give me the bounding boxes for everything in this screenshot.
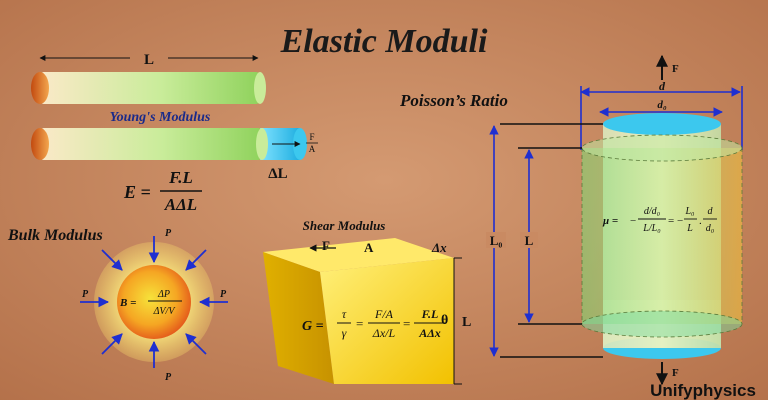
pressure-label-bottom: P	[165, 372, 172, 383]
l0-label-bg	[486, 232, 506, 248]
force-num: F	[309, 132, 314, 142]
youngs-formula-den: AΔL	[164, 195, 197, 214]
poisson-dot: .	[699, 215, 702, 227]
bulk-modulus-label: Bulk Modulus	[7, 227, 103, 244]
pressure-label-right: P	[220, 289, 227, 300]
pressure-arrow-bottom-left	[101, 333, 123, 355]
shear-fl-num: F.L	[421, 307, 439, 321]
youngs-modulus-label: Young's Modulus	[110, 110, 211, 125]
bulk-sphere	[117, 265, 191, 339]
shear-eq-2: =	[403, 316, 410, 331]
shear-force-label: F	[322, 238, 330, 253]
youngs-modulus-panel: L Young's Modulus F A ΔL E = F.L AΔL	[31, 52, 318, 214]
d0-label: d₀	[657, 99, 667, 111]
rod-original-cap	[31, 72, 49, 104]
bulged-cylinder-top	[581, 134, 743, 162]
rod-stretched-cap	[31, 128, 49, 160]
shear-dx-label: Δx	[431, 240, 447, 255]
poisson-dd0-num: d/d₀	[644, 206, 661, 217]
poisson-l-den: L	[686, 223, 693, 234]
shear-fl-den: AΔx	[418, 326, 441, 340]
bulged-cylinder-bottom	[581, 310, 743, 338]
pressure-arrow-top-right	[185, 249, 207, 271]
d-label: d	[659, 79, 666, 93]
bulged-cylinder-body	[582, 148, 742, 324]
shear-theta-label: θ	[441, 313, 448, 328]
poissons-ratio-panel: Poisson’s Ratio F d d₀ L₀ L	[399, 54, 743, 386]
brand-watermark: Unifyphysics	[650, 381, 756, 400]
page-title: Elastic Moduli	[280, 23, 488, 60]
poisson-formula-lhs: μ =	[602, 215, 618, 227]
shear-modulus-panel: Shear Modulus F A Δx θ L G = τ γ = F/A Δ…	[263, 218, 471, 385]
bulk-modulus-panel: Bulk Modulus P P P P B = ΔP ΔV/V	[7, 227, 228, 383]
youngs-formula-num: F.L	[168, 168, 193, 187]
rod-original	[40, 72, 260, 104]
shear-front-face	[320, 258, 454, 384]
rod-stretched	[40, 128, 262, 160]
delta-l-label: ΔL	[268, 166, 287, 182]
shear-formula-lhs: G =	[302, 319, 324, 334]
shear-eq-1: =	[356, 316, 363, 331]
l-label: L	[525, 233, 534, 248]
l0-label: L₀	[490, 233, 503, 248]
shear-fa-den: Δx/L	[372, 326, 396, 340]
pressure-arrow-top-left	[101, 249, 123, 271]
poisson-d-num: d	[708, 206, 714, 217]
force-bottom-label: F	[672, 367, 679, 379]
force-top-label: F	[672, 63, 679, 75]
cylinder-top	[603, 113, 721, 135]
pressure-arrow-bottom-right	[185, 333, 207, 355]
shear-length-label: L	[462, 315, 471, 330]
shear-side-face	[263, 252, 334, 384]
shear-area-label: A	[364, 240, 374, 255]
force-den: A	[309, 144, 316, 154]
poissons-ratio-label: Poisson’s Ratio	[399, 91, 508, 110]
shear-formula-tau: τ	[342, 307, 347, 321]
shear-modulus-label: Shear Modulus	[303, 218, 386, 233]
rod-stretched-end	[256, 128, 268, 160]
pressure-label-left: P	[82, 289, 89, 300]
shear-fa-num: F/A	[374, 307, 394, 321]
rod-original-end	[254, 72, 266, 104]
poisson-l0-num: L₀	[684, 206, 695, 217]
shear-formula-gamma: γ	[342, 326, 347, 340]
poisson-neg-2: −	[677, 215, 683, 227]
bulk-formula-num: ΔP	[157, 289, 170, 300]
shear-top-face	[263, 238, 454, 272]
bulk-formula-den: ΔV/V	[153, 306, 177, 317]
pressure-label-top: P	[165, 228, 172, 239]
length-label: L	[144, 52, 154, 68]
youngs-formula-lhs: E =	[123, 182, 151, 202]
poisson-ll0-den: L/L₀	[642, 223, 661, 234]
bulk-formula-lhs: B =	[119, 297, 136, 309]
poisson-neg-1: −	[630, 215, 636, 227]
poisson-d0-den: d₀	[706, 223, 715, 234]
poisson-eq: =	[668, 215, 674, 227]
l-label-bg	[520, 232, 538, 248]
